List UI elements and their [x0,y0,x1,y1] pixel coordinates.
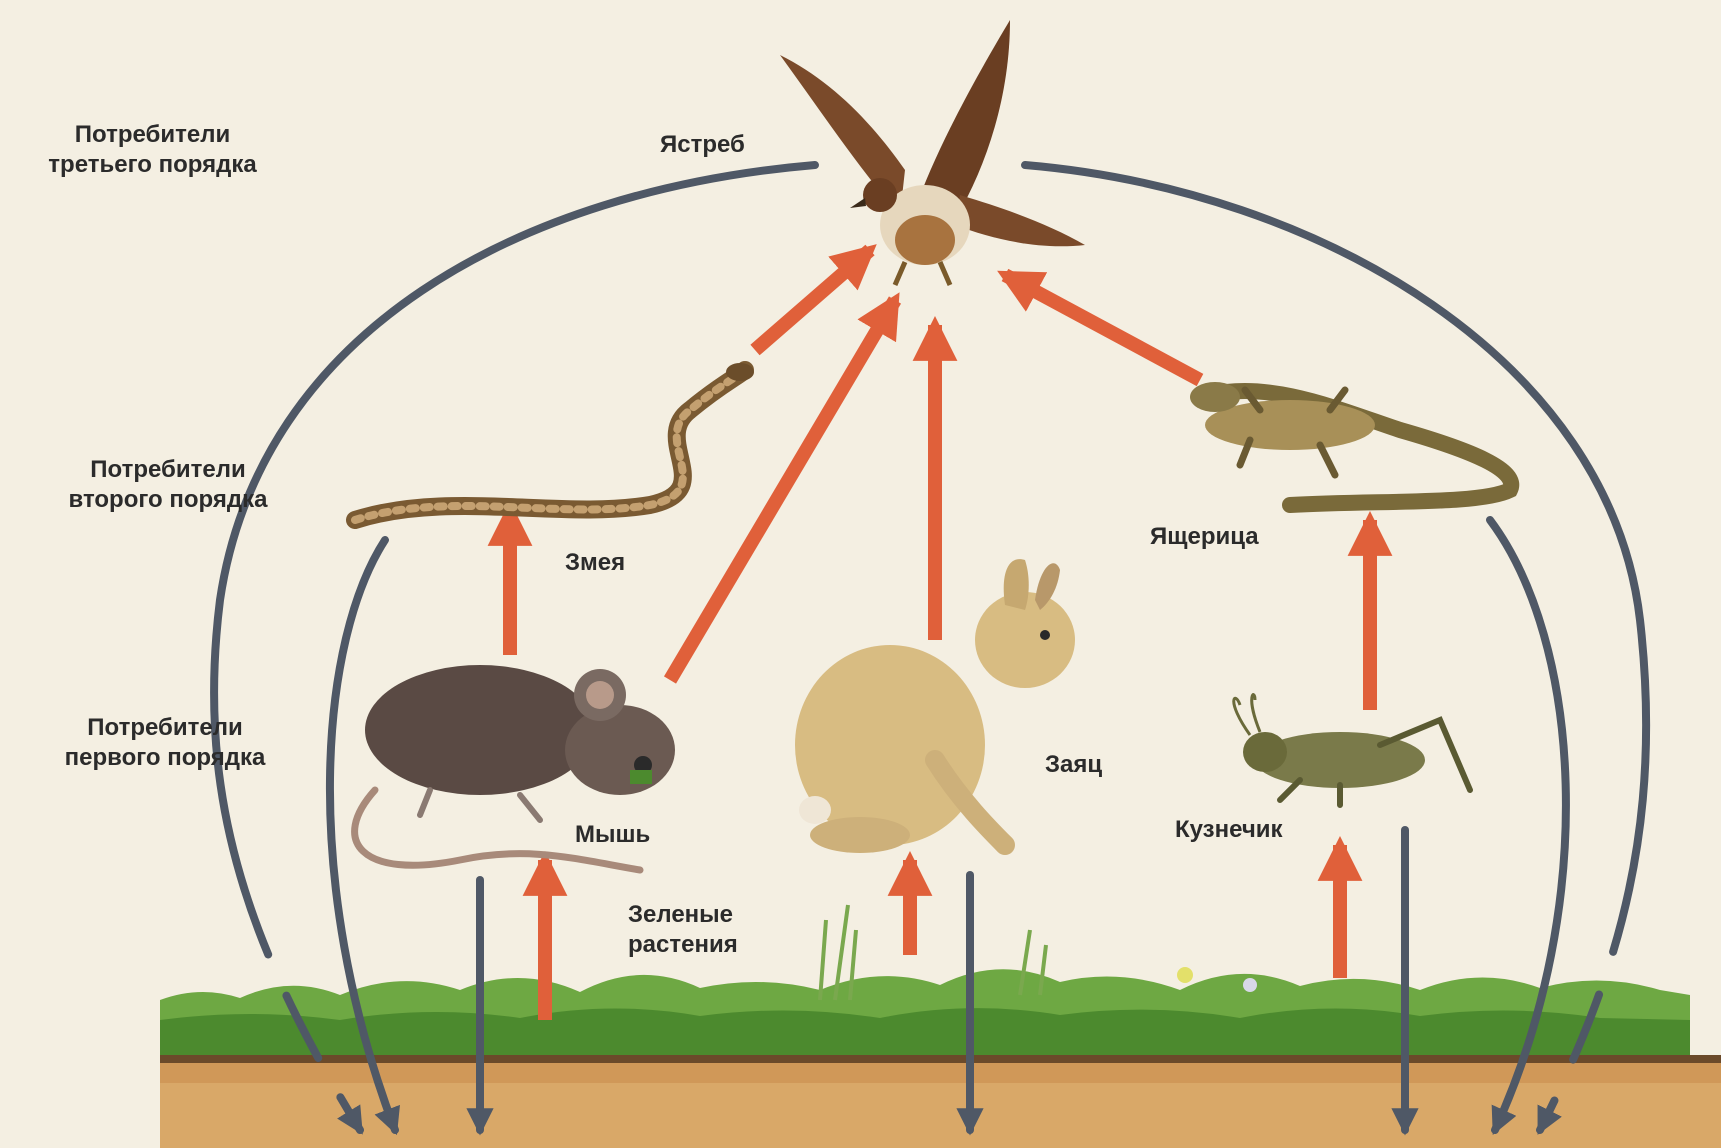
label-grasshopper: Кузнечик [1175,815,1283,845]
label-plants: Зеленые растения [628,900,738,960]
level-label-second-line2: второго порядка [18,485,318,515]
label-snake: Змея [565,548,625,578]
label-plants-line2: растения [628,930,738,960]
soil [160,1055,1721,1148]
label-hawk: Ястреб [660,130,745,160]
level-label-first: Потребители первого порядка [15,713,315,773]
grasshopper-illustration [1234,695,1470,805]
level-label-third: Потребители третьего порядка [10,120,295,180]
snake-illustration [355,363,754,520]
label-lizard: Ящерица [1150,522,1259,552]
level-label-second-line1: Потребители [18,455,318,485]
level-label-second: Потребители второго порядка [18,455,318,515]
level-label-third-line1: Потребители [10,120,295,150]
level-label-first-line1: Потребители [15,713,315,743]
label-plants-line1: Зеленые [628,900,738,930]
arrow-mouse-to-hawk [670,300,895,680]
label-mouse: Мышь [575,820,650,850]
level-label-third-line2: третьего порядка [10,150,295,180]
grass [160,905,1690,1055]
arrow-lizard-to-hawk [1005,275,1200,380]
hawk-illustration [780,20,1085,285]
arrow-snake-to-hawk [755,250,870,350]
label-hare: Заяц [1045,750,1102,780]
lizard-illustration [1190,382,1511,505]
level-label-first-line2: первого порядка [15,743,315,773]
